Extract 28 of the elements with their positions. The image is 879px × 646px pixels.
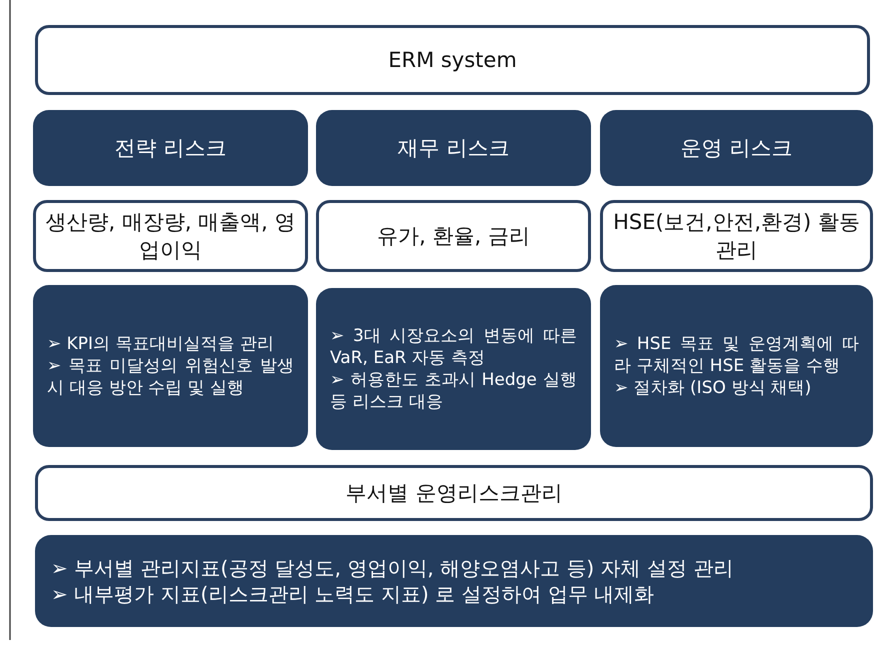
bullet-text: ➢ 3대 시장요소의 변동에 따른 VaR, EaR 자동 측정 <box>330 324 577 369</box>
bullet-text: ➢ 허용한도 초과시 Hedge 실행 등 리스크 대응 <box>330 369 577 414</box>
bullet-text: ➢ 부서별 관리지표(공정 달성도, 영업이익, 해양오염사고 등) 자체 설정 관리 <box>51 555 734 581</box>
description-box <box>33 285 308 447</box>
bullet-text: ➢ 내부평가 지표(리스크관리 노력도 지표) 로 설정하여 업무 내제화 <box>51 581 656 607</box>
bullet-text: ➢ 목표 미달성의 위험신호 발생시 대응 방안 수립 및 실행 <box>47 354 294 400</box>
label-box <box>35 25 870 95</box>
bullet-text: ➢ 절차화 (ISO 방식 채택) <box>614 377 812 400</box>
category-box <box>33 110 308 186</box>
label-box <box>316 200 591 272</box>
node-text: 전략 리스크 <box>114 135 226 162</box>
description-box <box>316 288 591 450</box>
node-text: 유가, 환율, 금리 <box>377 223 530 250</box>
node-text: 운영 리스크 <box>680 135 792 162</box>
description-box <box>600 285 873 447</box>
node-text: ERM system <box>388 48 517 72</box>
node-text: 재무 리스크 <box>398 135 510 162</box>
node-text: 부서별 운영리스크관리 <box>346 480 562 507</box>
label-box <box>600 200 873 272</box>
node-text: HSE(보건,안전,환경) 활동관리 <box>612 209 861 264</box>
label-box <box>33 200 308 272</box>
bullet-text: ➢ KPI의 목표대비실적을 관리 <box>47 332 275 355</box>
description-box <box>35 535 873 627</box>
bullet-text: ➢ HSE 목표 및 운영계획에 따라 구체적인 HSE 활동을 수행 <box>614 332 859 378</box>
label-box <box>35 465 873 521</box>
category-box <box>316 110 591 186</box>
category-box <box>600 110 873 186</box>
node-text: 생산량, 매장량, 매출액, 영업이익 <box>44 209 297 264</box>
